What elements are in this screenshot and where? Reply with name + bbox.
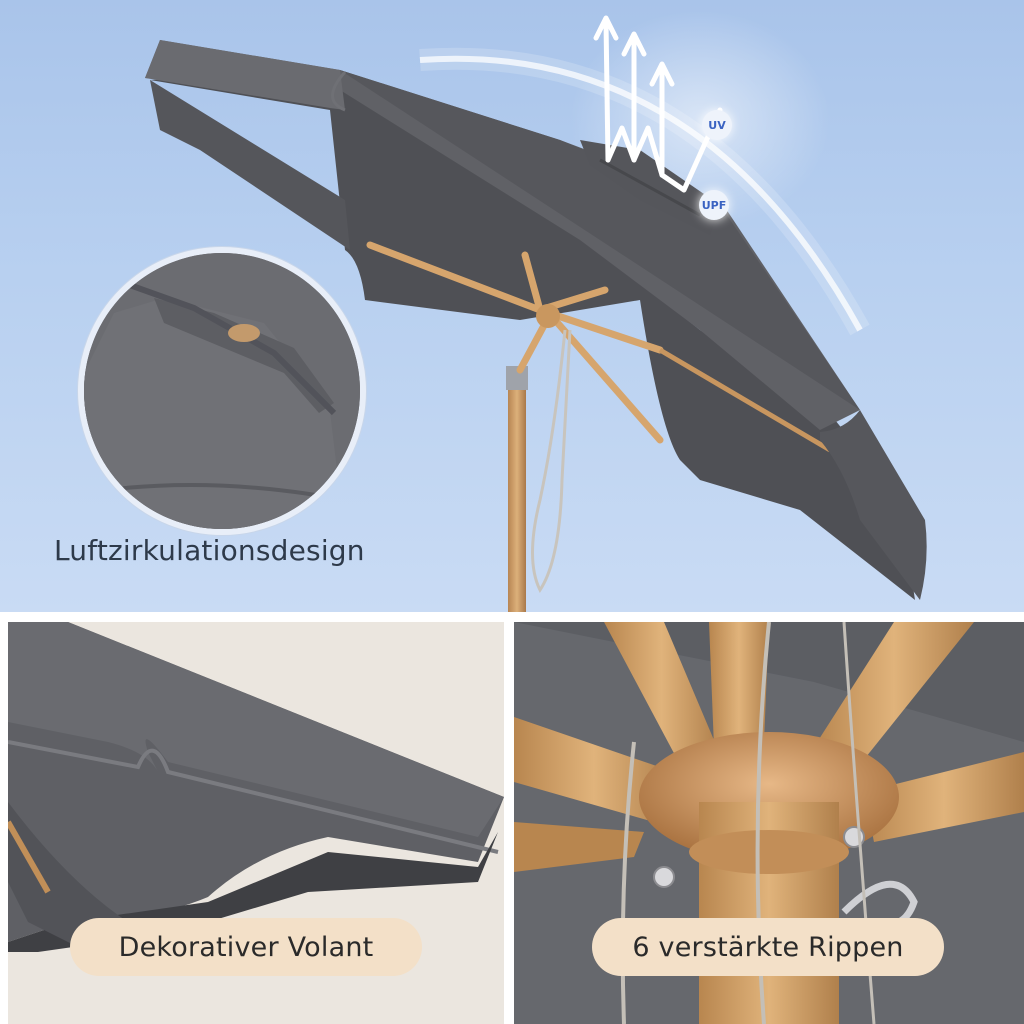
valance-detail-panel	[8, 622, 504, 1024]
hub	[536, 304, 560, 328]
valance-caption-pill: Dekorativer Volant	[70, 918, 422, 976]
reinforced-ribs	[514, 622, 1024, 872]
bolt	[653, 866, 675, 888]
ribs-caption-pill: 6 verstärkte Rippen	[592, 918, 944, 976]
parasol-illustration	[145, 10, 927, 612]
upf-badge: UPF	[699, 190, 729, 220]
uv-badge: UV	[702, 110, 732, 140]
pole	[508, 370, 526, 612]
hero-panel: UV UPF Luftzirkulationsdesign	[0, 0, 1024, 612]
rope	[531, 329, 572, 593]
air-circulation-caption: Luftzirkulationsdesign	[54, 534, 365, 567]
vent-detail-zoom	[78, 247, 366, 535]
section-divider	[0, 612, 1024, 622]
rope	[620, 741, 636, 1024]
